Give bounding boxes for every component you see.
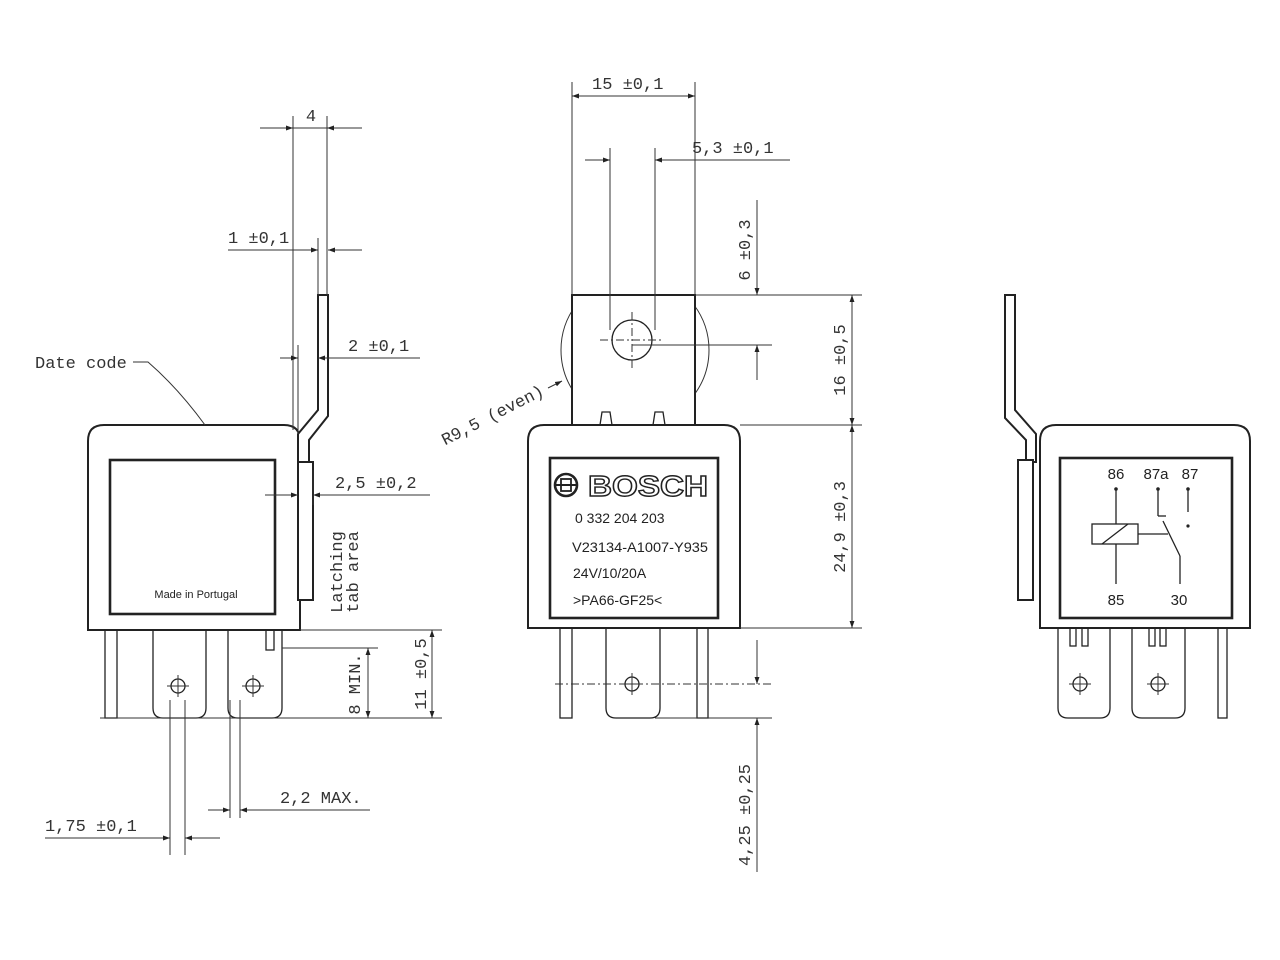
material-label: >PA66-GF25< (573, 592, 662, 608)
radius-arc-left (560, 304, 577, 396)
dimension-tab-offset: 2 ±0,1 (280, 338, 420, 434)
dim-pin-max-label: 2,2 MAX. (280, 790, 362, 809)
front-label-panel (548, 456, 720, 620)
pin-hole-icon (1069, 673, 1091, 695)
rear-pin-stub (1069, 627, 1077, 647)
terminal-86-label: 86 (1108, 466, 1125, 483)
bracket-foot-right (652, 411, 666, 426)
dimension-pin-max: 2,2 MAX. (208, 700, 370, 818)
dimension-pin-length: 8 MIN. 11 ±0,5 (100, 629, 442, 719)
dim-hole-label: 5,3 ±0,1 (692, 140, 774, 159)
bosch-logo-icon (553, 472, 579, 498)
brand-label: BOSCH (588, 471, 708, 503)
dimension-heights: 16 ±0,5 24,9 ±0,3 (695, 294, 862, 629)
dim-pin-thickness-label: 1,75 ±0,1 (45, 818, 137, 837)
dim-pin-min-label: 8 MIN. (347, 653, 366, 714)
made-in-label: Made in Portugal (154, 589, 237, 601)
side-view: Made in Portugal 4 (35, 108, 442, 855)
rear-latching-tab (1017, 459, 1034, 601)
code-label: V23134-A1007-Y935 (572, 539, 708, 555)
front-pin-blade (605, 628, 661, 719)
dim-bracket-height-label: 16 ±0,5 (832, 324, 851, 395)
contact-87 (1186, 524, 1190, 528)
terminal-87a-label: 87a (1143, 466, 1169, 483)
rear-pin-stub (1159, 627, 1167, 647)
rear-pin-blade-2 (1131, 628, 1186, 719)
rear-pin-stub (1081, 627, 1089, 647)
latching-label-line1: Latching (329, 531, 348, 613)
dim-latch-width-label: 2,5 ±0,2 (335, 475, 417, 494)
dimension-latch-width: 2,5 ±0,2 (265, 470, 430, 505)
latching-label-line2: tab area (345, 531, 364, 613)
side-label-panel (108, 458, 277, 616)
dimension-pin-thickness: 1,75 ±0,1 (45, 700, 220, 855)
front-pin-thin-left (559, 627, 573, 719)
rear-pin-stub (1148, 627, 1156, 647)
pin-hole-icon (242, 675, 264, 697)
rear-pin-thin (1217, 627, 1228, 719)
dimension-width: 4 (260, 108, 362, 430)
rear-relay-body (1039, 424, 1251, 629)
dim-width-label: 4 (306, 108, 316, 127)
part-number: 0 332 204 203 (575, 510, 665, 526)
dim-hole-offset-label: 6 ±0,3 (737, 219, 756, 280)
dimension-tab-thickness: 1 ±0,1 (228, 230, 362, 295)
dim-pin-hole-offset-label: 4,25 ±0,25 (737, 764, 756, 866)
dim-tab-offset-label: 2 ±0,1 (348, 338, 409, 357)
switch-arm (1162, 520, 1181, 557)
latching-tab (297, 461, 314, 601)
relay-schematic: 86 87a 87 85 30 (1091, 466, 1199, 609)
date-code-callout: Date code (35, 355, 206, 426)
dim-bracket-width-label: 15 ±0,1 (592, 76, 663, 95)
dimension-hole-offset: 6 ±0,3 (632, 200, 772, 380)
dimension-pin-hole-offset: 4,25 ±0,25 (555, 640, 772, 872)
pin-hole-icon (167, 675, 189, 697)
rear-label-panel (1058, 456, 1234, 620)
rear-view: 86 87a 87 85 30 (1004, 294, 1251, 719)
terminal-30-label: 30 (1171, 592, 1188, 609)
front-relay-body (527, 424, 741, 629)
rating-label: 24V/10/20A (573, 565, 647, 581)
rear-mounting-tab (1004, 294, 1037, 463)
pin-hole-icon (1147, 673, 1169, 695)
leader-line (133, 361, 206, 426)
bracket-foot-left (599, 411, 613, 426)
front-view: BOSCH 0 332 204 203 V23134-A1007-Y935 24… (439, 76, 862, 872)
dimension-hole: 5,3 ±0,1 (585, 140, 790, 330)
dim-tab-thickness-label: 1 ±0,1 (228, 230, 289, 249)
rear-pin-blade-1 (1057, 628, 1111, 719)
terminal-85-label: 85 (1108, 592, 1125, 609)
side-pin-stub (265, 629, 275, 651)
terminal-87-label: 87 (1182, 466, 1199, 483)
leader-line (547, 380, 563, 389)
dim-pin-length-label: 11 ±0,5 (413, 638, 432, 709)
radius-arc-right (693, 304, 710, 396)
dimension-bracket-width: 15 ±0,1 (571, 76, 696, 295)
date-code-label: Date code (35, 355, 127, 374)
dim-body-height-label: 24,9 ±0,3 (832, 481, 851, 573)
